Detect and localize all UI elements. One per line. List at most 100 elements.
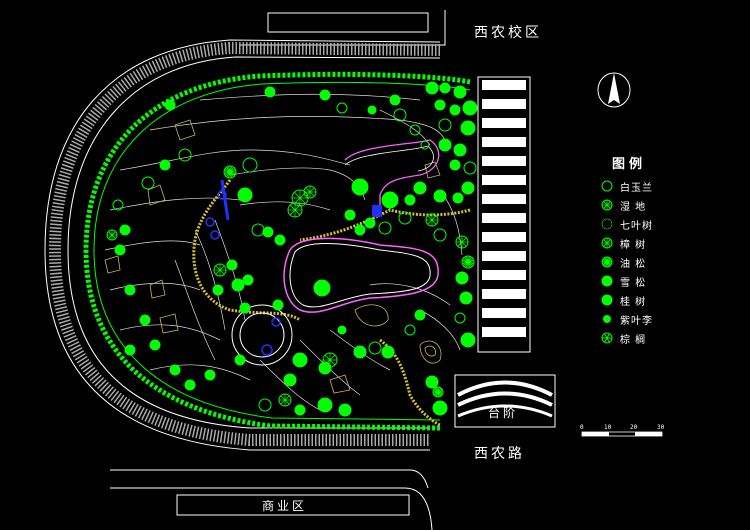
tree-symbol	[226, 259, 238, 271]
zebra-stripe	[482, 156, 526, 166]
tree-symbol	[439, 82, 451, 94]
zebra-stripe	[482, 251, 526, 261]
zebra-stripe	[482, 99, 526, 109]
steps-arc-2	[457, 391, 553, 407]
legend-item: 雪 松	[600, 272, 646, 290]
tree-symbol	[106, 229, 118, 241]
tree-symbol	[393, 108, 407, 122]
bottom-road-edge	[110, 469, 429, 489]
tree-symbol	[337, 325, 347, 335]
tree-symbol	[303, 185, 317, 199]
scale-tick-30: 30	[657, 424, 665, 431]
scale-tick-0: 0	[580, 424, 584, 431]
bottom-road-edge-2	[110, 487, 433, 530]
circle-outline-icon	[601, 180, 613, 192]
commercial-zone-label: 商业区	[262, 499, 308, 513]
tree-symbol	[141, 176, 155, 190]
steps-arc-3	[457, 404, 553, 418]
legend-item: 油 松	[600, 253, 646, 271]
zebra-stripe	[482, 137, 526, 147]
legend-item: 紫叶李	[600, 310, 653, 328]
legend-item-label: 桂 树	[620, 296, 647, 308]
tree-symbol	[242, 157, 258, 173]
tree-symbol	[313, 279, 331, 297]
tree-symbol	[231, 278, 245, 292]
tree-symbol	[463, 161, 477, 175]
tree-symbol	[455, 271, 469, 285]
zebra-stripes	[482, 80, 526, 337]
zebra-stripe	[482, 327, 526, 337]
stream-inner	[344, 145, 434, 172]
inner-ring-edge	[67, 56, 441, 429]
scale-tick-10: 10	[604, 424, 612, 431]
zebra-stripe	[482, 80, 526, 90]
outer-paving-ring	[48, 41, 441, 446]
contour-lines	[104, 93, 463, 411]
legend-item: 七叶树	[600, 215, 653, 233]
tree-symbol	[272, 299, 284, 311]
tree-symbol	[425, 375, 439, 389]
west-road-label: 西农路	[474, 446, 525, 462]
legend-item-label: 雪 松	[620, 277, 647, 289]
steps-arc-1	[457, 380, 553, 397]
tree-symbol	[438, 138, 452, 152]
palm-icon	[601, 332, 613, 344]
circular-plaza-inner	[239, 312, 285, 358]
legend-item: 白玉兰	[600, 177, 653, 195]
outer-ring-edge	[44, 39, 441, 451]
tree-symbol	[378, 221, 392, 235]
tree-symbol	[453, 85, 467, 99]
tree-symbol	[169, 364, 181, 376]
blue-bridge	[372, 205, 382, 217]
legend-item-label: 紫叶李	[620, 315, 653, 327]
tree-symbol	[184, 379, 196, 391]
tree-symbol	[438, 118, 452, 132]
zebra-stripe	[482, 232, 526, 242]
tree-symbol	[149, 339, 161, 351]
tree-symbol	[425, 213, 439, 227]
tree-symbols	[106, 81, 478, 417]
legend-item-label: 樟 树	[620, 239, 647, 251]
tree-symbol	[237, 187, 253, 203]
tree-symbol	[159, 159, 171, 171]
legend-item-label: 棕 榈	[620, 334, 647, 346]
legend-item-label: 油 松	[620, 258, 647, 270]
tree-symbol	[461, 181, 475, 195]
green-hedge-boundary	[83, 71, 471, 431]
starburst-outline-icon	[601, 199, 613, 211]
circle-thin-icon	[601, 218, 613, 230]
blue-features	[205, 179, 281, 356]
tree-symbol	[262, 226, 274, 238]
tree-symbol	[318, 361, 332, 375]
tree-symbol	[381, 191, 399, 209]
tree-symbol	[212, 284, 224, 296]
green-hedge-inner	[93, 81, 471, 421]
tree-symbol	[413, 181, 427, 195]
tree-symbol	[433, 228, 447, 242]
tree-symbol	[242, 274, 254, 286]
tree-symbol	[409, 124, 421, 136]
legend-item: 湿 地	[600, 196, 646, 214]
zebra-stripe	[482, 289, 526, 299]
tree-symbol	[398, 211, 412, 225]
scale-tick-20: 20	[630, 424, 638, 431]
zebra-stripe	[482, 308, 526, 318]
scale-bar	[581, 431, 663, 437]
tree-symbol	[462, 100, 478, 116]
filled-circle-icon	[601, 275, 613, 287]
tree-symbol	[453, 143, 467, 157]
legend-item-label: 七叶树	[620, 220, 653, 232]
legend-title: 图例	[612, 157, 647, 172]
tree-symbol	[454, 312, 466, 324]
steps-label: 台阶	[488, 406, 519, 420]
zebra-stripe	[482, 194, 526, 204]
spiky-circle-icon	[601, 256, 613, 268]
tree-symbol	[432, 400, 448, 416]
tree-symbol	[204, 369, 216, 381]
rock-outlines	[104, 119, 442, 394]
legend-item: 樟 树	[600, 234, 646, 252]
small-filled-circle-icon	[603, 315, 611, 323]
top-building-outline	[267, 12, 429, 33]
tree-symbol	[258, 398, 272, 412]
